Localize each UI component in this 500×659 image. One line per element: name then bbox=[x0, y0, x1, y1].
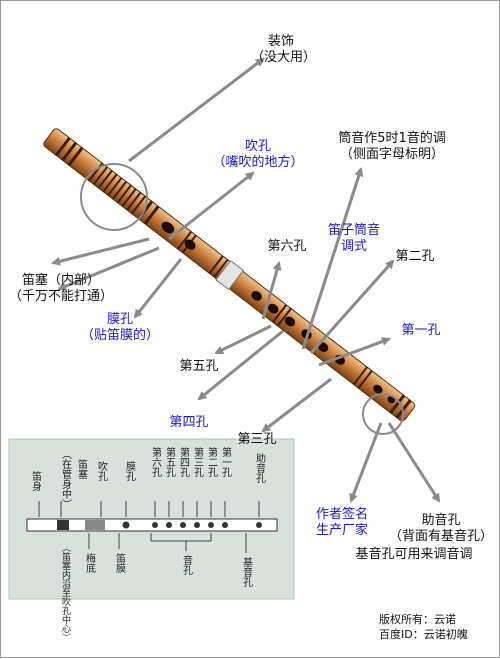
label-key-note: 筒音作5时1音的调（侧面字母标明） bbox=[338, 131, 446, 162]
label-hole5: 第五孔 bbox=[179, 359, 219, 374]
label-hole2: 第二孔 bbox=[395, 249, 435, 264]
inset-schematic bbox=[8, 438, 295, 600]
label-hole1: 第一孔 bbox=[401, 323, 441, 338]
inset-label-blow: 吹孔 bbox=[96, 460, 108, 482]
label-aux-hole: 助音孔（背面有基音孔） bbox=[388, 513, 493, 544]
label-hole6: 第六孔 bbox=[267, 239, 307, 254]
arrow-cork-2 bbox=[57, 246, 160, 291]
inset-label-h6: 第六孔 bbox=[150, 446, 162, 478]
inset-label-plum: 梅底 bbox=[84, 552, 96, 574]
flute-bindings bbox=[54, 137, 412, 419]
label-blow-hole: 吹孔（嘴吹的地方） bbox=[212, 139, 304, 170]
arrow-hole6 bbox=[261, 261, 282, 320]
membrane-ring bbox=[215, 260, 245, 291]
inset-label-h5: 第五孔 bbox=[164, 446, 176, 478]
aux-hole-circle bbox=[362, 393, 404, 435]
label-base-hole-note: 基音孔可用来调音调 bbox=[355, 547, 473, 562]
inset-label-h1: 第一孔 bbox=[220, 446, 232, 478]
copyright-owner: 版权所有：云诺 bbox=[379, 613, 456, 626]
arrow-decoration bbox=[128, 57, 265, 163]
label-flute-key: 笛子筒音调式 bbox=[327, 223, 380, 254]
label-cork: 笛塞（内部）（千万不能打通） bbox=[9, 273, 114, 304]
inset-label-holes: 音孔 bbox=[181, 554, 193, 576]
arrow-hole1 bbox=[318, 337, 391, 367]
inset-label-cork-range: （笛塞内沿至吹孔中心） bbox=[60, 543, 71, 642]
inset-label-h4: 第四孔 bbox=[178, 446, 190, 478]
arrow-flute-key bbox=[301, 167, 364, 350]
inset-label-aux: 助音孔 bbox=[254, 452, 266, 484]
decoration-circle bbox=[80, 163, 148, 231]
label-membrane-hole: 膜孔（贴笛膜的） bbox=[80, 312, 159, 343]
inset-label-h2: 第二孔 bbox=[206, 446, 218, 478]
label-decoration: 装饰（没大用） bbox=[251, 34, 317, 65]
arrow-aux bbox=[387, 422, 441, 503]
pointer-arrows bbox=[51, 57, 441, 503]
arrow-blow-hole bbox=[168, 171, 255, 241]
label-hole3: 第三孔 bbox=[237, 432, 277, 447]
inset-label-h3: 第三孔 bbox=[192, 446, 204, 478]
arrow-maker bbox=[349, 422, 383, 503]
blow-hole-mark bbox=[161, 221, 175, 234]
arrow-cork bbox=[51, 237, 150, 266]
inset-label-body: 笛身 bbox=[30, 470, 42, 492]
copyright-id: 百度ID：云诺初魄 bbox=[379, 628, 468, 641]
arrow-hole5 bbox=[214, 324, 272, 355]
label-maker: 作者签名生产厂家 bbox=[315, 507, 368, 538]
inset-label-inside: （在管身中） bbox=[60, 449, 72, 509]
inset-label-base: 基音孔 bbox=[241, 556, 253, 588]
arrow-hole3 bbox=[261, 377, 332, 433]
inset-label-cork: 笛塞 bbox=[76, 458, 88, 479]
arrow-membrane bbox=[133, 258, 183, 319]
flute bbox=[43, 128, 416, 422]
arrow-hole4 bbox=[197, 329, 284, 401]
inset-label-film: 笛膜 bbox=[114, 552, 126, 574]
label-hole4: 第四孔 bbox=[169, 415, 209, 430]
inset-label-membrane: 膜孔 bbox=[124, 461, 136, 482]
arrow-hole2 bbox=[309, 259, 395, 354]
membrane-hole-mark bbox=[184, 239, 196, 250]
